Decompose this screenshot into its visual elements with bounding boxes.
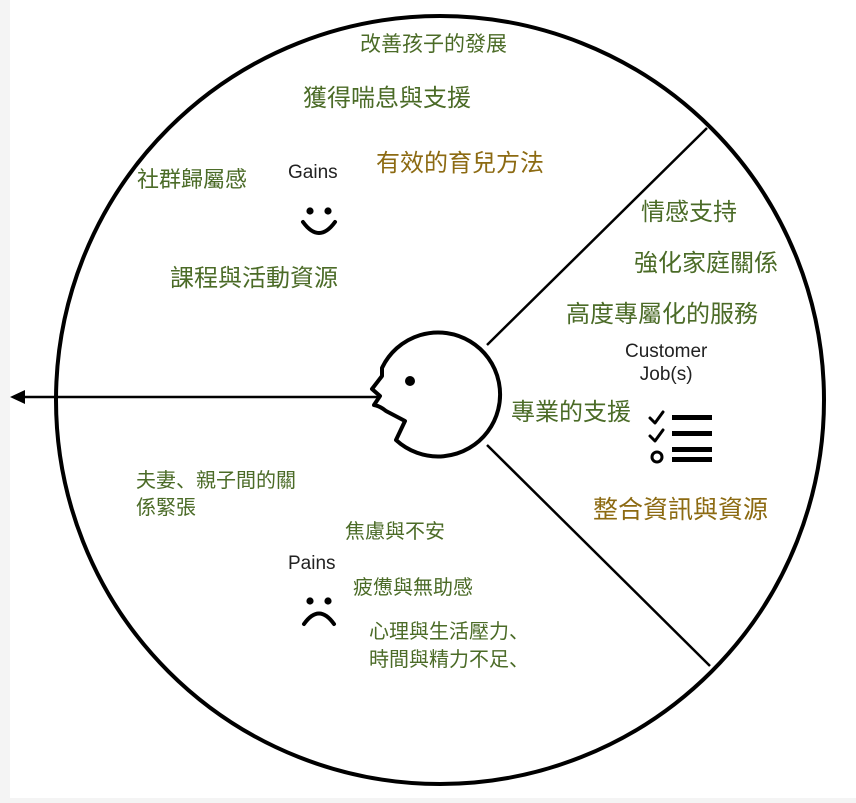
gain-item: 課程與活動資源 [170, 264, 338, 292]
smiley-face-icon [301, 207, 337, 235]
gain-item: 社群歸屬感 [137, 168, 248, 193]
gain-item: 改善孩子的發展 [360, 32, 507, 56]
job-item: 專業的支援 [511, 398, 631, 426]
gains-label: Gains [288, 162, 338, 183]
divider-gains-jobs [486, 127, 708, 346]
customer-head-icon [370, 330, 503, 459]
arrow-left-icon [10, 390, 25, 404]
job-item: 高度專屬化的服務 [566, 300, 758, 328]
divider-jobs-pains [486, 444, 711, 667]
pain-item: 疲憊與無助感 [353, 575, 473, 599]
pains-label: Pains [288, 553, 336, 574]
gain-item: 有效的育兒方法 [376, 149, 544, 177]
frown-face-icon [302, 597, 336, 626]
pain-item: 心理與生活壓力、 時間與精力不足、 [369, 619, 529, 671]
pain-item: 夫妻、親子間的關 係緊張 [136, 468, 296, 519]
profile-outer-circle [54, 14, 826, 786]
pain-item: 焦慮與不安 [345, 519, 445, 543]
customer-jobs-label: Customer Job(s) [625, 341, 708, 385]
job-item: 整合資訊與資源 [593, 495, 769, 524]
job-item: 強化家庭關係 [634, 249, 778, 277]
job-item: 情感支持 [641, 198, 737, 226]
checklist-icon [648, 410, 712, 464]
gain-item: 獲得喘息與支援 [303, 84, 471, 112]
